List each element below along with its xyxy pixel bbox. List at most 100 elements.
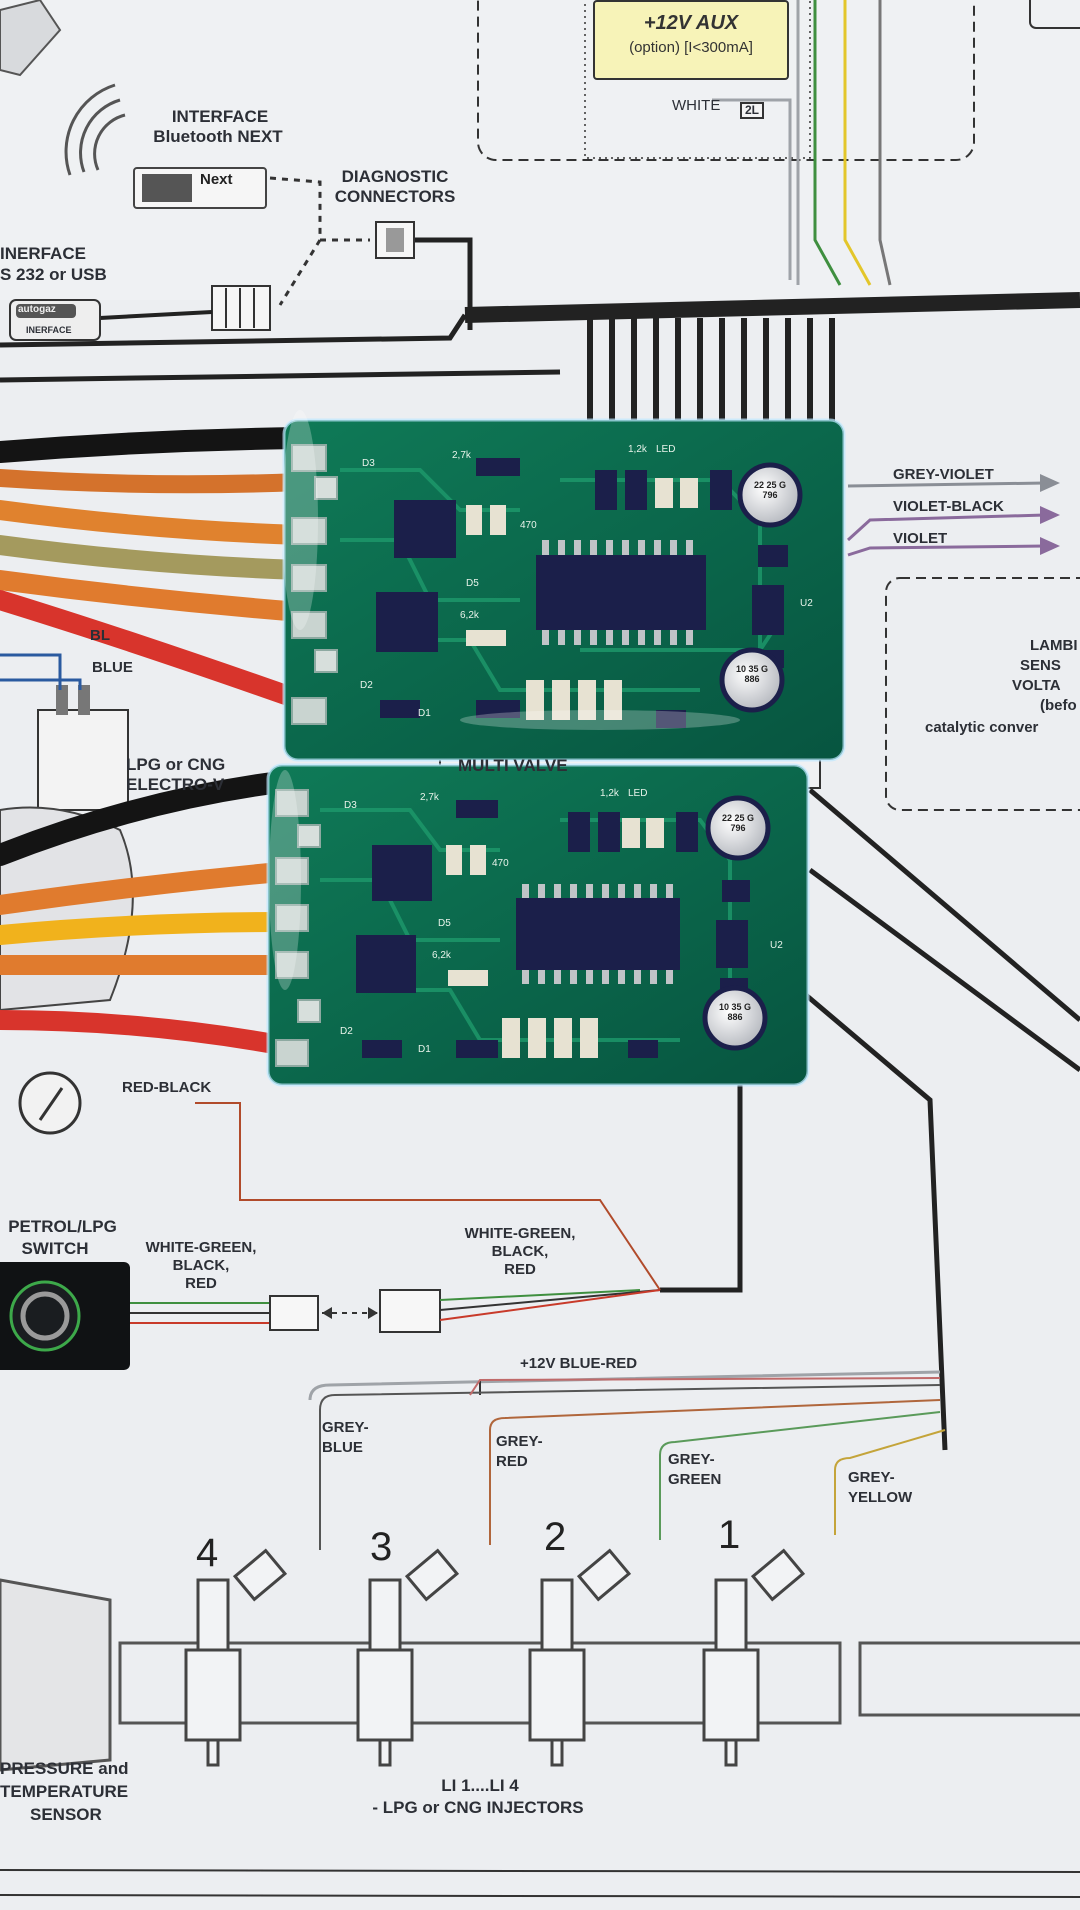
pcb2-r4: 470	[492, 858, 509, 869]
grey-yellow-label-2: YELLOW	[848, 1489, 913, 1506]
electrovalve-line1: LPG or CNG	[126, 755, 226, 774]
interface-bt-title: INTERFACE	[171, 107, 269, 126]
switch-wires-right-3: RED	[504, 1261, 536, 1278]
red-black-wire	[195, 1102, 661, 1291]
lambda-line3: VOLTA	[1012, 677, 1061, 694]
grey-violet-wire	[847, 481, 1046, 488]
grey-violet-label: GREY-VIOLET	[893, 466, 994, 483]
pcb1-r2: 1,2k	[628, 444, 647, 455]
pcb2-d3: D3	[344, 800, 357, 811]
fuel-rail	[118, 1641, 842, 1725]
pressure-line2: TEMPERATURE	[0, 1782, 129, 1801]
pcb1-capacitor-top	[737, 462, 803, 528]
lambda-line4: (befo	[1040, 697, 1077, 714]
lambda-line2: SENS	[1020, 657, 1061, 674]
violet-wire	[847, 544, 1046, 557]
aux-dashed-box	[477, 0, 975, 161]
aux-pin-label: 2L	[740, 102, 765, 119]
violet-black-label: VIOLET-BLACK	[893, 498, 1004, 515]
pcb2-r2: 1,2k	[600, 788, 619, 799]
injector-2	[528, 1548, 632, 1767]
pcb1-ic-upper	[394, 500, 456, 558]
interface-usb-line1: INERFACE	[0, 244, 86, 263]
switch-wires-left-3: RED	[185, 1275, 217, 1292]
injector-number-1: 1	[718, 1513, 741, 1557]
grey-yellow-label-1: GREY-	[848, 1469, 895, 1486]
pcb2-wires	[0, 771, 291, 1055]
grey-blue-label-1: GREY-	[322, 1419, 369, 1436]
violet-black-wire	[846, 513, 1046, 542]
pcb1-wires	[0, 427, 311, 710]
injector-1	[702, 1548, 806, 1767]
electrovalve-body	[37, 709, 129, 811]
grey-green-label-2: GREEN	[668, 1471, 722, 1488]
pcb2-d5: D5	[438, 918, 451, 929]
aux-wire-label: WHITE	[672, 97, 721, 114]
interface-usb-line2: S 232 or USB	[0, 265, 107, 284]
switch-wires-right-1: WHITE-GREEN,	[464, 1225, 576, 1242]
pcb2-d1: D1	[418, 1044, 431, 1055]
wireless-icon	[64, 83, 126, 176]
injector-3	[356, 1548, 460, 1767]
blue-red-label: +12V BLUE-RED	[520, 1355, 638, 1372]
pressure-line1: PRESSURE and	[0, 1759, 129, 1778]
pcb2-cap2: 10 35 G 886	[718, 1002, 752, 1022]
multivalve-label: MULTI VALVE	[458, 756, 568, 775]
pcb2-capacitor-top	[705, 795, 771, 861]
grey-green-label-1: GREY-	[668, 1451, 715, 1468]
aux-title: +12V AUX	[643, 12, 739, 34]
pcb2-u2: U2	[770, 940, 783, 951]
pcb1-r4: 470	[520, 520, 537, 531]
blue-partial-label: BL	[90, 627, 110, 644]
injectors-line2: - LPG or CNG INJECTORS	[372, 1798, 584, 1817]
pcb2-ic-upper	[372, 845, 432, 901]
lambda-dashed-box	[885, 577, 1080, 811]
aux-subtitle: (option) [I<300mA]	[629, 39, 753, 56]
injectors	[184, 1548, 806, 1767]
top-left-device	[0, 0, 62, 77]
lambda-line5: catalytic conver	[925, 719, 1039, 736]
pcb1-led: LED	[656, 444, 676, 455]
pcb1-cap1: 22 25 G 796	[753, 480, 787, 500]
injector-4	[184, 1548, 288, 1767]
blue-label: BLUE	[92, 659, 133, 676]
switch-wires-left-2: BLACK,	[172, 1257, 230, 1274]
pcb1-d3: D3	[362, 458, 375, 469]
pcb1-capacitor-bottom	[719, 647, 785, 713]
electrovalve-line2: ELECTRO-V	[126, 775, 225, 794]
pcb1-r1: 2,7k	[452, 450, 471, 461]
pcb2-capacitor-bottom	[702, 985, 768, 1051]
aux-power-box: +12V AUX (option) [I<300mA]	[593, 0, 789, 80]
pcb2-d2: D2	[340, 1026, 353, 1037]
interface-usb-brand: autogaz	[18, 304, 56, 315]
pcb2-main-ic	[516, 898, 680, 970]
harness-fanout	[587, 318, 835, 430]
grey-blue-label-2: BLUE	[322, 1439, 363, 1456]
switch-connector-left	[269, 1295, 319, 1331]
injector-number-4: 4	[196, 1531, 219, 1575]
pcb1-cap2: 10 35 G 886	[735, 664, 769, 684]
pcb2-ic-lower	[356, 935, 416, 993]
pcb1-ic-lower	[376, 592, 438, 652]
pcb-board-bottom	[266, 763, 810, 1087]
pressure-line3: SENSOR	[30, 1805, 102, 1824]
pcb2-cap1: 22 25 G 796	[721, 813, 755, 833]
diagnostic-line2: CONNECTORS	[334, 187, 456, 206]
interface-bt-device-text: Next	[200, 171, 233, 188]
grey-red-label-1: GREY-	[496, 1433, 543, 1450]
injector-number-2: 2	[544, 1515, 567, 1559]
pcb1-r3: 6,2k	[460, 610, 479, 621]
switch-line1: PETROL/LPG	[8, 1217, 117, 1236]
interface-usb-device-label: INERFACE	[26, 325, 72, 335]
pcb1-d1: D1	[418, 708, 431, 719]
grey-red-label-2: RED	[496, 1453, 528, 1470]
interface-bt-subtitle: Bluetooth NEXT	[153, 127, 283, 146]
pcb1-d5: D5	[466, 578, 479, 589]
lambda-line1: LAMBI	[1030, 637, 1078, 654]
pcb2-led: LED	[628, 788, 648, 799]
pcb1-main-ic	[536, 555, 706, 630]
switch-line2: SWITCH	[21, 1239, 89, 1258]
pcb1-u2: U2	[800, 598, 813, 609]
